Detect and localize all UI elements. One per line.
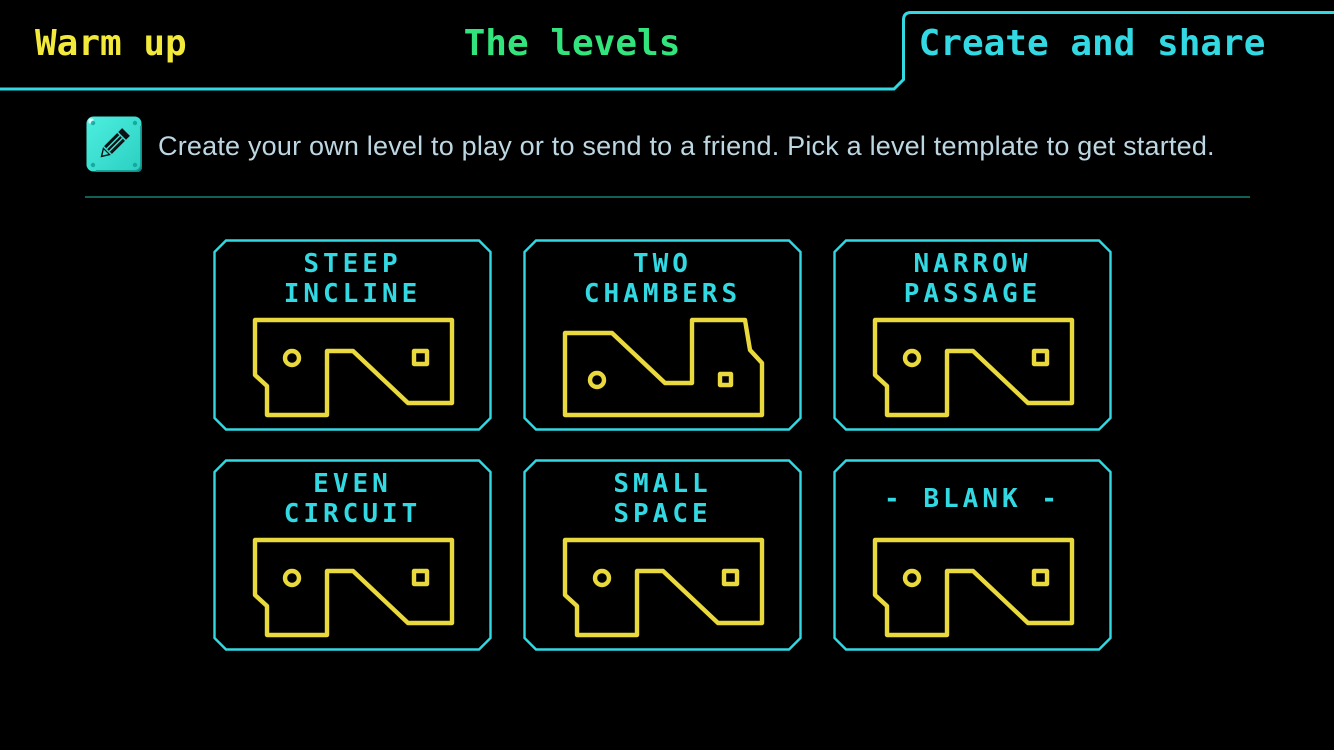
pencil-edit-icon <box>86 116 143 173</box>
card-border <box>833 459 1112 651</box>
template-card-title: NARROW PASSAGE <box>903 249 1042 309</box>
template-card-title: TWO CHAMBERS <box>583 249 742 309</box>
card-border <box>523 459 802 651</box>
tab-create-and-share[interactable]: Create and share <box>918 23 1266 64</box>
template-card-blank[interactable]: - BLANK - <box>833 459 1112 651</box>
template-card-title: - BLANK - <box>884 484 1061 514</box>
template-card-two-chambers[interactable]: TWO CHAMBERS <box>523 239 802 431</box>
template-card-small-space[interactable]: SMALL SPACE <box>523 459 802 651</box>
tab-warm-up[interactable]: Warm up <box>35 23 187 64</box>
level-shape-thumbnail <box>252 317 455 418</box>
tab-the-levels[interactable]: The levels <box>463 23 681 64</box>
template-card-steep-incline[interactable]: STEEP INCLINE <box>213 239 492 431</box>
section-divider <box>85 196 1250 198</box>
card-border <box>213 459 492 651</box>
level-shape-thumbnail <box>872 537 1075 638</box>
template-card-title: EVEN CIRCUIT <box>283 469 422 529</box>
card-border <box>523 239 802 431</box>
level-shape-thumbnail <box>562 317 765 418</box>
level-shape-thumbnail <box>562 537 765 638</box>
card-border <box>213 239 492 431</box>
template-card-narrow-passage[interactable]: NARROW PASSAGE <box>833 239 1112 431</box>
level-shape-thumbnail <box>252 537 455 638</box>
template-card-title: STEEP INCLINE <box>283 249 422 309</box>
intro-text: Create your own level to play or to send… <box>158 131 1215 161</box>
template-card-title: SMALL SPACE <box>613 469 712 529</box>
card-border <box>833 239 1112 431</box>
level-shape-thumbnail <box>872 317 1075 418</box>
template-card-even-circuit[interactable]: EVEN CIRCUIT <box>213 459 492 651</box>
